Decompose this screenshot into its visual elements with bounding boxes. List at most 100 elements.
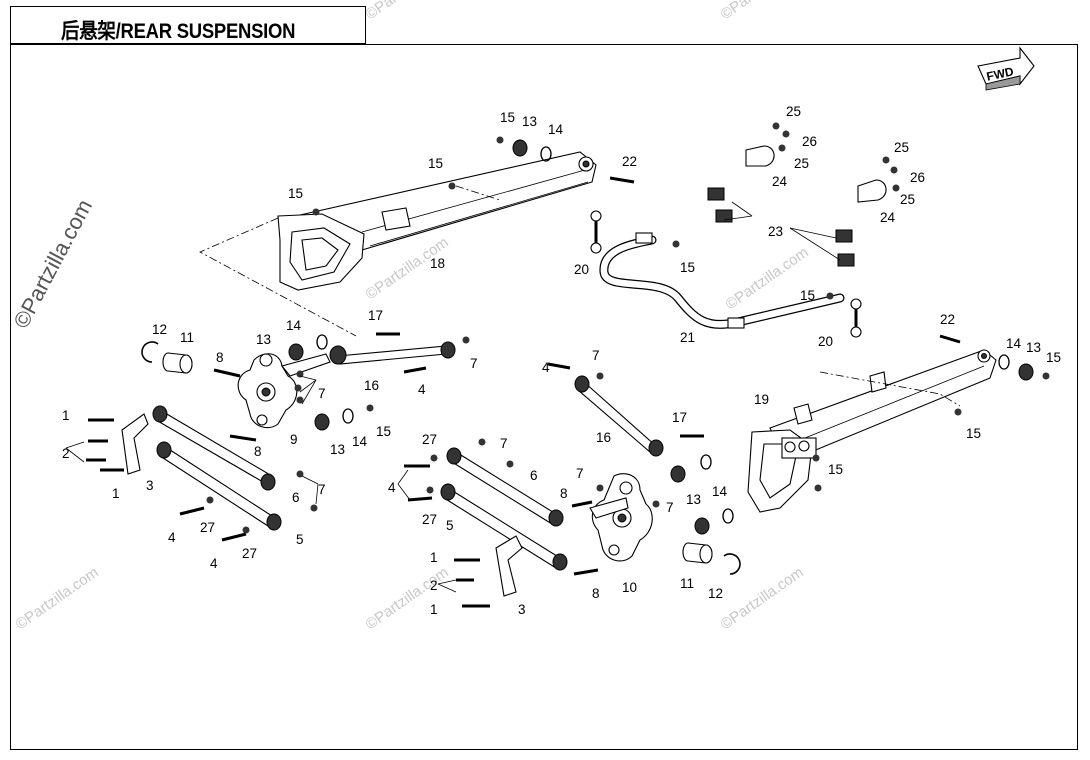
callout-11: 11 — [680, 576, 694, 591]
callout-9: 9 — [290, 432, 298, 447]
callout-7: 7 — [318, 386, 326, 401]
callout-16: 16 — [364, 378, 379, 393]
bushing-13-top — [512, 139, 552, 162]
bracket-3-right — [495, 535, 523, 597]
callout-13: 13 — [256, 332, 271, 347]
callout-24: 24 — [772, 174, 788, 189]
upper-link-right — [574, 375, 664, 457]
callout-8: 8 — [254, 444, 262, 459]
callout-6: 6 — [292, 490, 300, 505]
page-title: 后悬架/REAR SUSPENSION — [61, 20, 296, 43]
callout-7: 7 — [500, 436, 508, 451]
sway-brackets — [745, 145, 887, 203]
callout-7: 7 — [318, 482, 326, 497]
callout-15: 15 — [428, 156, 443, 171]
callout-24: 24 — [880, 210, 896, 225]
callout-4: 4 — [542, 360, 550, 375]
callout-6: 6 — [530, 468, 538, 483]
fwd-label: FWD — [985, 64, 1015, 83]
watermark-main: ©Partzilla.com — [8, 195, 97, 332]
watermark: ©Partzilla.com — [363, 564, 452, 634]
callout-14: 14 — [1006, 336, 1022, 351]
callout-4: 4 — [418, 382, 426, 397]
callout-15: 15 — [828, 462, 843, 477]
nuts — [206, 122, 1050, 534]
bushing-13-right-lower — [670, 454, 734, 535]
circlip-left — [141, 341, 159, 363]
fwd-arrow-icon: FWD — [977, 46, 1035, 91]
callout-27: 27 — [422, 432, 437, 447]
callout-2: 2 — [62, 446, 70, 461]
callout-26: 26 — [802, 134, 817, 149]
leader-lines — [65, 201, 841, 593]
callout-12: 12 — [152, 322, 167, 337]
callout-18: 18 — [430, 256, 445, 271]
knuckle-left — [237, 353, 331, 429]
callout-7: 7 — [576, 466, 584, 481]
trailing-arm-left — [277, 151, 597, 291]
callout-1: 1 — [112, 486, 120, 501]
knuckle-right — [589, 473, 653, 562]
callout-3: 3 — [518, 602, 526, 617]
callout-15: 15 — [500, 110, 515, 125]
callout-3: 3 — [146, 478, 154, 493]
upper-link-left — [329, 341, 456, 365]
bushing-13-upper-left — [288, 334, 328, 361]
lower-arms-right — [440, 447, 568, 571]
sway-link-right — [850, 298, 862, 338]
callout-1: 1 — [430, 602, 438, 617]
trailing-arm-right — [747, 349, 997, 513]
callout-4: 4 — [210, 556, 218, 571]
drawing-frame — [10, 44, 1078, 750]
callout-27: 27 — [422, 512, 437, 527]
callout-2: 2 — [430, 578, 438, 593]
callout-17: 17 — [672, 410, 687, 425]
bushing-11-left — [162, 352, 193, 374]
callout-26: 26 — [910, 170, 925, 185]
callout-25: 25 — [786, 104, 801, 119]
callout-27: 27 — [200, 520, 215, 535]
callout-22: 22 — [622, 154, 637, 169]
callout-15: 15 — [680, 260, 695, 275]
bushing-11-right — [682, 542, 713, 564]
callout-15: 15 — [966, 426, 981, 441]
callout-8: 8 — [560, 486, 568, 501]
bolts — [86, 176, 961, 608]
sway-bushings — [707, 187, 855, 267]
callout-13: 13 — [522, 114, 537, 129]
callout-15: 15 — [1046, 350, 1061, 365]
callout-11: 11 — [180, 330, 194, 345]
callout-8: 8 — [592, 586, 600, 601]
callout-10: 10 — [622, 580, 637, 595]
callout-20: 20 — [574, 262, 589, 277]
watermark: ©Partzilla.com — [13, 564, 102, 634]
callout-1: 1 — [430, 550, 438, 565]
callout-16: 16 — [596, 430, 611, 445]
callout-15: 15 — [376, 424, 391, 439]
callout-14: 14 — [712, 484, 728, 499]
bushing-13-right-upper — [998, 354, 1034, 381]
callout-20: 20 — [818, 334, 833, 349]
callout-5: 5 — [446, 518, 454, 533]
callout-12: 12 — [708, 586, 723, 601]
callout-4: 4 — [388, 480, 396, 495]
callout-14: 14 — [352, 434, 368, 449]
callout-14: 14 — [286, 318, 302, 333]
callout-22: 22 — [940, 312, 955, 327]
callout-7: 7 — [666, 500, 674, 515]
callout-13: 13 — [330, 442, 345, 457]
callout-25: 25 — [900, 192, 915, 207]
callout-7: 7 — [470, 356, 478, 371]
callout-1: 1 — [62, 408, 70, 423]
callout-15: 15 — [288, 186, 303, 201]
callout-15: 15 — [800, 288, 815, 303]
callout-17: 17 — [368, 308, 383, 323]
lower-arms-left — [152, 405, 282, 531]
callout-25: 25 — [794, 156, 809, 171]
callout-4: 4 — [168, 530, 176, 545]
circlip-right — [723, 553, 741, 575]
bracket-3-left — [121, 413, 149, 475]
bushing-13-lower-left — [314, 408, 354, 431]
callout-25: 25 — [894, 140, 909, 155]
